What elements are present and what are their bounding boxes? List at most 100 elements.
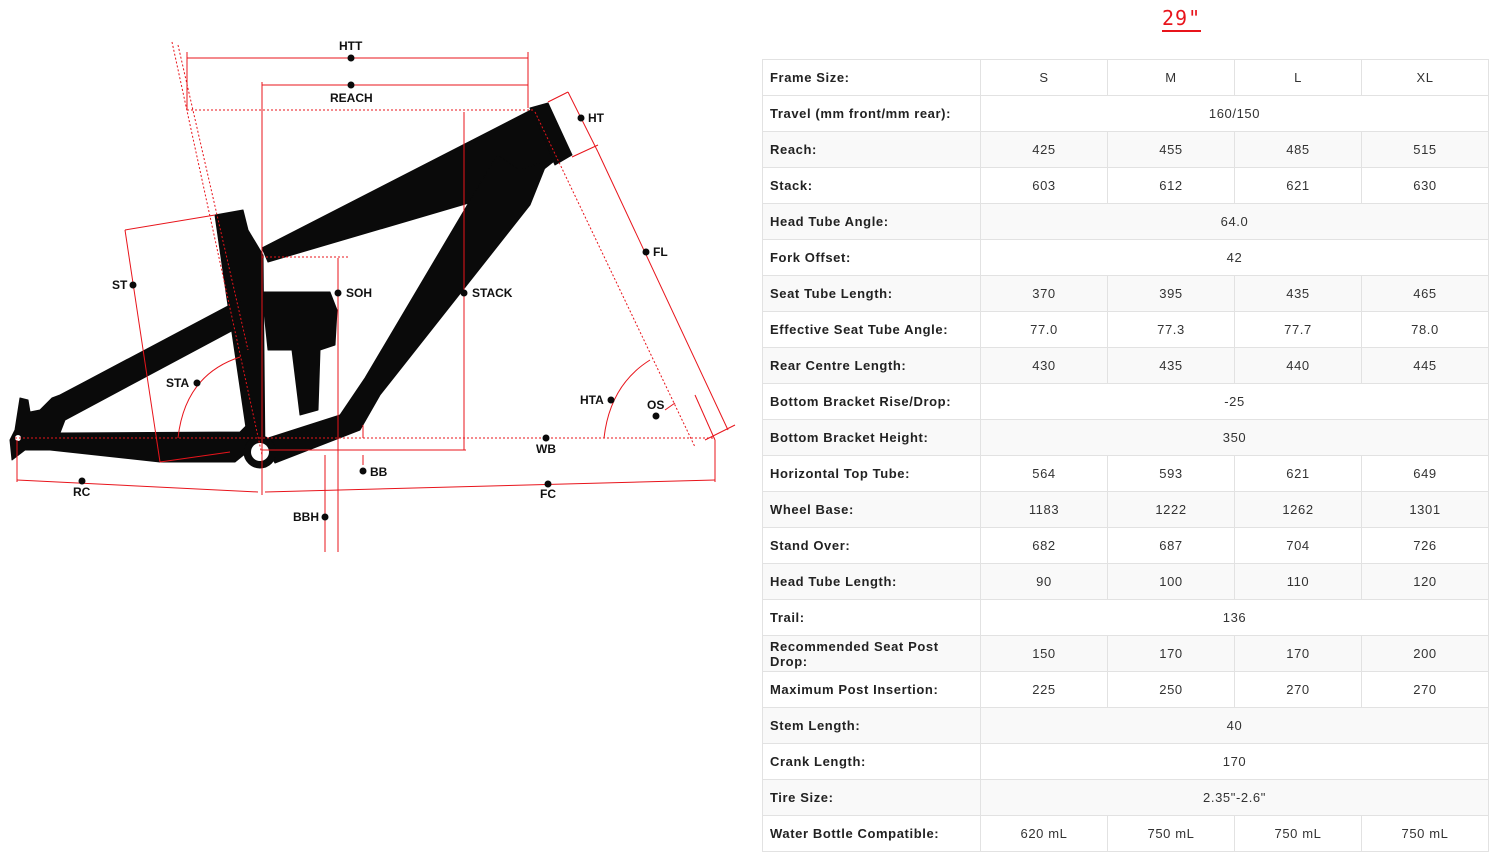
label-ht: HT	[588, 111, 605, 125]
row-value: 750 mL	[1234, 815, 1362, 852]
row-value: 270	[1361, 671, 1489, 708]
table-row: Travel (mm front/mm rear):160/150	[762, 95, 1489, 132]
label-os: OS	[647, 398, 664, 412]
row-value: 603	[980, 167, 1108, 204]
row-value: 621	[1234, 167, 1362, 204]
row-value: 465	[1361, 275, 1489, 312]
table-row: Bottom Bracket Height:350	[762, 419, 1489, 456]
row-value-all: 42	[980, 239, 1489, 276]
bike-frame	[9, 102, 573, 469]
wheel-size-tab[interactable]: 29"	[1162, 6, 1202, 32]
label-rc: RC	[73, 485, 91, 499]
row-label: Reach:	[762, 131, 981, 168]
row-value: 515	[1361, 131, 1489, 168]
row-value: 150	[980, 635, 1108, 672]
row-label: Seat Tube Length:	[762, 275, 981, 312]
row-value: 1183	[980, 491, 1108, 528]
row-value: 78.0	[1361, 311, 1489, 348]
row-value: 100	[1107, 563, 1235, 600]
row-label: Recommended Seat Post Drop:	[762, 635, 981, 672]
label-fl: FL	[653, 245, 668, 259]
row-value: 225	[980, 671, 1108, 708]
row-label: Trail:	[762, 599, 981, 636]
row-label: Wheel Base:	[762, 491, 981, 528]
row-label: Tire Size:	[762, 779, 981, 816]
row-value: 430	[980, 347, 1108, 384]
row-value: 440	[1234, 347, 1362, 384]
row-value: 110	[1234, 563, 1362, 600]
row-label: Stem Length:	[762, 707, 981, 744]
dropout-axle	[15, 435, 21, 441]
row-value: 435	[1234, 275, 1362, 312]
row-value: 621	[1234, 455, 1362, 492]
label-st: ST	[112, 278, 128, 292]
row-label: Stand Over:	[762, 527, 981, 564]
row-value: 77.7	[1234, 311, 1362, 348]
label-stack: STACK	[472, 286, 513, 300]
row-value: 90	[980, 563, 1108, 600]
row-label: Head Tube Length:	[762, 563, 981, 600]
label-sta: STA	[166, 376, 189, 390]
row-value: 370	[980, 275, 1108, 312]
row-label: Bottom Bracket Height:	[762, 419, 981, 456]
table-row: Bottom Bracket Rise/Drop:-25	[762, 383, 1489, 420]
table-row: Stem Length:40	[762, 707, 1489, 744]
row-value: 564	[980, 455, 1108, 492]
row-value-all: 64.0	[980, 203, 1489, 240]
row-label: Water Bottle Compatible:	[762, 815, 981, 852]
label-hta: HTA	[580, 393, 604, 407]
bb-shell	[251, 443, 269, 461]
row-value: 620 mL	[980, 815, 1108, 852]
row-value: 1222	[1107, 491, 1235, 528]
table-row: Crank Length:170	[762, 743, 1489, 780]
row-value: 120	[1361, 563, 1489, 600]
row-value-all: 136	[980, 599, 1489, 636]
row-label: Crank Length:	[762, 743, 981, 780]
label-bbh: BBH	[293, 510, 319, 524]
row-value: 630	[1361, 167, 1489, 204]
row-value: 425	[980, 131, 1108, 168]
row-value: 445	[1361, 347, 1489, 384]
geometry-table: Frame Size: S M L XL Travel (mm front/mm…	[762, 59, 1489, 852]
row-value: 682	[980, 527, 1108, 564]
label-soh: SOH	[346, 286, 372, 300]
row-value: 612	[1107, 167, 1235, 204]
table-row: Fork Offset:42	[762, 239, 1489, 276]
row-value: 1301	[1361, 491, 1489, 528]
row-label: Travel (mm front/mm rear):	[762, 95, 981, 132]
row-value: 485	[1234, 131, 1362, 168]
row-label: Fork Offset:	[762, 239, 981, 276]
dimension-markers	[78, 54, 660, 521]
label-reach: REACH	[330, 91, 373, 105]
row-value-all: 2.35"-2.6"	[980, 779, 1489, 816]
row-value: 200	[1361, 635, 1489, 672]
label-htt: HTT	[339, 39, 363, 53]
size-m: M	[1107, 59, 1235, 96]
row-label: Bottom Bracket Rise/Drop:	[762, 383, 981, 420]
row-label: Horizontal Top Tube:	[762, 455, 981, 492]
row-value: 250	[1107, 671, 1235, 708]
dimension-lines	[15, 41, 736, 552]
row-value-all: 350	[980, 419, 1489, 456]
row-label: Head Tube Angle:	[762, 203, 981, 240]
size-l: L	[1234, 59, 1362, 96]
row-label: Rear Centre Length:	[762, 347, 981, 384]
table-row: Head Tube Angle:64.0	[762, 203, 1489, 240]
label-wb: WB	[536, 442, 556, 456]
row-label: Maximum Post Insertion:	[762, 671, 981, 708]
row-value-all: 160/150	[980, 95, 1489, 132]
geometry-diagram: HTT REACH HT FL ST SOH STACK STA HTA OS …	[9, 39, 736, 552]
table-row: Tire Size:2.35"-2.6"	[762, 779, 1489, 816]
table-row: Trail:136	[762, 599, 1489, 636]
row-value: 750 mL	[1107, 815, 1235, 852]
row-value: 395	[1107, 275, 1235, 312]
